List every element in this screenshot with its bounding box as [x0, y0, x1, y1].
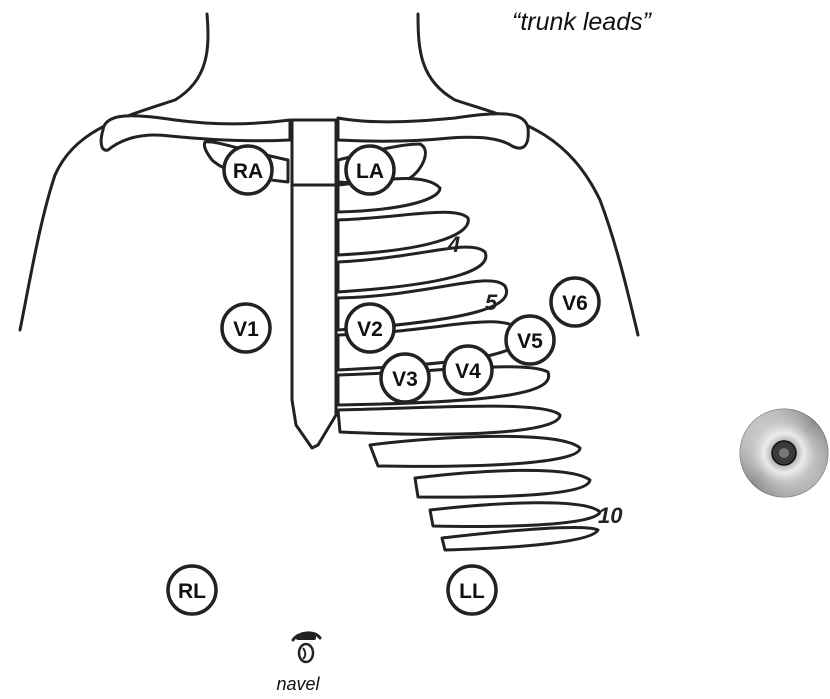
sternum-body [292, 185, 336, 448]
diagram-title: “trunk leads” [512, 8, 653, 36]
electrode-v4: V4 [444, 346, 492, 394]
cd-disc-icon[interactable] [740, 409, 828, 497]
manubrium [292, 120, 336, 185]
rib-10 [415, 470, 590, 497]
electrode-label-v4: V4 [455, 360, 481, 383]
electrode-ra: RA [224, 146, 272, 194]
electrode-v3: V3 [381, 354, 429, 402]
electrode-rl: RL [168, 566, 216, 614]
electrode-v5: V5 [506, 316, 554, 364]
rib-number-10: 10 [598, 503, 623, 528]
navel-icon [293, 633, 320, 662]
electrode-v1: V1 [222, 304, 270, 352]
electrode-label-la: LA [356, 160, 384, 183]
electrode-label-rl: RL [178, 580, 206, 603]
torso-side-left [20, 175, 55, 330]
rib-number-4: 4 [447, 232, 460, 257]
electrode-label-v1: V1 [233, 318, 259, 341]
electrode-label-v5: V5 [517, 330, 543, 353]
electrode-v2: V2 [346, 304, 394, 352]
rib-number-5: 5 [485, 290, 498, 315]
electrode-label-v3: V3 [392, 368, 418, 391]
electrode-label-v2: V2 [357, 318, 383, 341]
electrode-label-ra: RA [233, 160, 263, 183]
rib-11 [430, 503, 600, 527]
rib-9 [370, 436, 580, 466]
sternum [292, 120, 336, 448]
clavicle-left [101, 116, 290, 150]
electrode-label-v6: V6 [562, 292, 588, 315]
navel-label: navel [276, 674, 320, 694]
electrode-v6: V6 [551, 278, 599, 326]
electrode-ll: LL [448, 566, 496, 614]
neck-shoulder-left [55, 14, 208, 175]
clavicle-right [338, 114, 528, 148]
rib-12 [442, 528, 598, 550]
rib-8 [338, 406, 560, 434]
electrode-label-ll: LL [459, 580, 485, 603]
electrode-la: LA [346, 146, 394, 194]
